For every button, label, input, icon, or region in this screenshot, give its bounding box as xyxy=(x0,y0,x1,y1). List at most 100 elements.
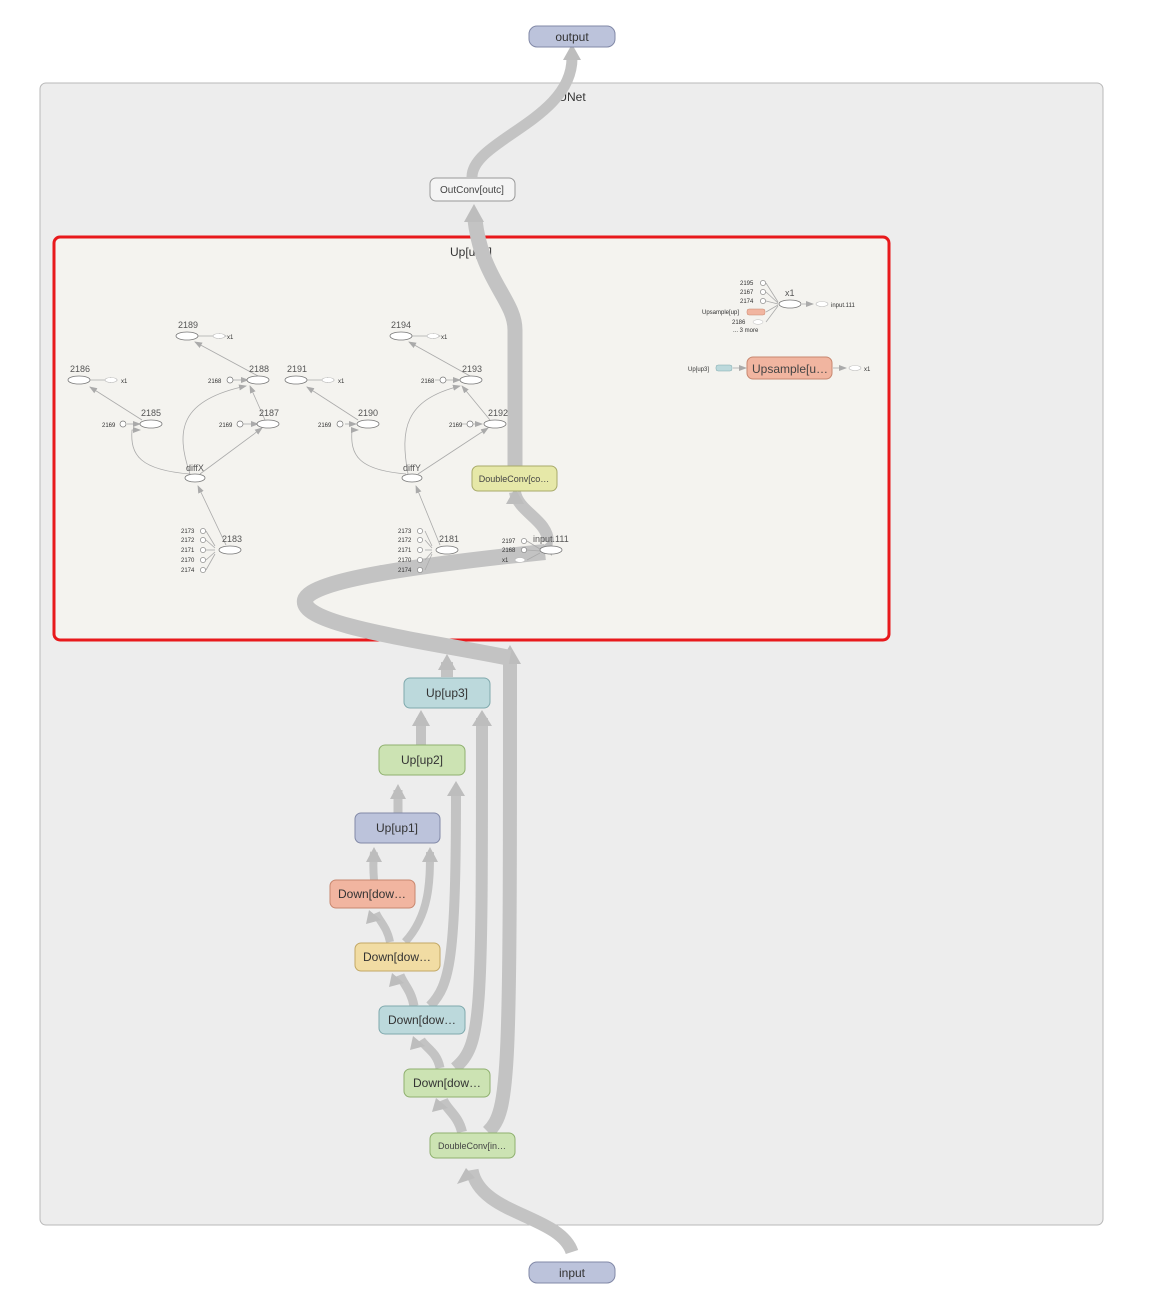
main-arrowheads xyxy=(366,44,581,1184)
op-2189-label: 2189 xyxy=(178,320,198,330)
op-diffy[interactable] xyxy=(401,473,423,483)
op-2185-label: 2185 xyxy=(141,408,161,418)
cat-input-dot xyxy=(521,538,527,544)
node-down1[interactable] xyxy=(403,1068,491,1098)
aux1-input-dot xyxy=(760,289,766,295)
node-down4-label: Down[dow… xyxy=(338,887,406,901)
edge-input-inc xyxy=(465,1168,579,1255)
src-input-dot xyxy=(417,547,423,553)
node-up3-label: Up[up3] xyxy=(426,686,468,700)
src-input-dot xyxy=(200,567,206,573)
op-2185[interactable] xyxy=(139,419,163,429)
aux2-src: Up[up3] xyxy=(688,367,709,373)
aux2-cluster: Up[up3] Upsample[u… x1 xyxy=(688,356,871,380)
edge-skip-inc-up4 xyxy=(482,659,517,1137)
node-input[interactable] xyxy=(528,1261,616,1284)
node-outconv[interactable] xyxy=(429,177,516,202)
src-input-dot xyxy=(417,567,423,573)
op-input111[interactable] xyxy=(539,545,563,555)
right-src-inputs: 2173 2172 2171 2170 2174 xyxy=(398,528,423,574)
src-input: 2170 xyxy=(181,558,195,564)
out-x1-2189-label: x1 xyxy=(227,335,234,341)
node-down4[interactable] xyxy=(329,879,416,909)
edge-inc-down1 xyxy=(438,1097,467,1134)
op-2192[interactable] xyxy=(483,419,507,429)
node-up2[interactable] xyxy=(378,744,466,776)
op-2181[interactable] xyxy=(435,545,459,555)
out-x1-2191 xyxy=(321,377,335,383)
op-diffx-label: diffX xyxy=(186,463,204,473)
node-output[interactable] xyxy=(528,25,616,48)
op-2191[interactable] xyxy=(284,375,308,385)
aux1-upsample-chip xyxy=(746,308,766,316)
src-input-dot xyxy=(200,528,206,534)
arrowhead-up3-a xyxy=(412,710,430,726)
out-x1-2186 xyxy=(104,377,118,383)
arrowhead-up4-a xyxy=(438,654,456,670)
arrowhead-down4 xyxy=(366,910,381,924)
op-2189[interactable] xyxy=(175,331,199,341)
edge-outconv-output xyxy=(466,57,578,178)
aux1-out: input.111 xyxy=(831,303,855,309)
src-input-dot xyxy=(417,537,423,543)
src-input: 2174 xyxy=(398,568,412,574)
node-up1-label: Up[up1] xyxy=(376,821,418,835)
aux1-input-dot xyxy=(760,280,766,286)
node-up3[interactable] xyxy=(403,677,491,709)
const-2169-right-a-label: 2169 xyxy=(318,423,332,429)
op-2190[interactable] xyxy=(356,419,380,429)
op-diffx[interactable] xyxy=(184,473,206,483)
const-2169-right-b xyxy=(466,420,474,428)
aux1-cluster: 2195 2167 2174 Upsample[up] 2186 ... 3 m… xyxy=(702,280,855,334)
node-down3-label: Down[dow… xyxy=(363,950,431,964)
op-2187[interactable] xyxy=(256,419,280,429)
out-x1-2194 xyxy=(426,333,440,339)
src-input: 2170 xyxy=(398,558,412,564)
node-up1[interactable] xyxy=(354,812,441,844)
const-2169-right-b-label: 2169 xyxy=(449,423,463,429)
src-input-dot xyxy=(417,557,423,563)
node-inc-label: DoubleConv[in… xyxy=(438,1141,506,1151)
aux1-node[interactable] xyxy=(778,299,802,309)
arrowhead-down3 xyxy=(389,973,404,987)
node-upsample[interactable] xyxy=(746,356,833,380)
aux1-input: 2195 xyxy=(740,281,754,287)
arrowhead-doubleconv xyxy=(506,488,524,504)
arrowhead-up1-a xyxy=(366,847,382,862)
op-2186[interactable] xyxy=(67,375,91,385)
arrowhead-down1 xyxy=(432,1098,448,1112)
op-2194[interactable] xyxy=(389,331,413,341)
out-x1-2191-label: x1 xyxy=(338,379,345,385)
aux1-more-dot xyxy=(752,319,764,325)
out-x1-2189 xyxy=(212,333,226,339)
op-2187-label: 2187 xyxy=(259,408,279,418)
op-2181-label: 2181 xyxy=(439,534,459,544)
aux1-input-dot xyxy=(760,298,766,304)
op-2193[interactable] xyxy=(459,375,483,385)
src-input: 2173 xyxy=(181,529,195,535)
const-2169-right-a xyxy=(336,420,344,428)
op-2183-label: 2183 xyxy=(222,534,242,544)
op-2188[interactable] xyxy=(246,375,270,385)
edge-down3-down4 xyxy=(372,911,394,943)
src-input-dot xyxy=(200,547,206,553)
left-src-inputs: 2173 2172 2171 2170 2174 xyxy=(181,528,206,574)
arrowhead-up3-b xyxy=(472,710,492,726)
const-2168-right xyxy=(439,376,447,384)
aux1-more-b: ... 3 more xyxy=(733,328,759,334)
node-up2-label: Up[up2] xyxy=(401,753,443,767)
node-down2-label: Down[dow… xyxy=(388,1013,456,1027)
arrowhead-up2-a xyxy=(390,784,406,799)
op-2183[interactable] xyxy=(218,545,242,555)
op-2194-label: 2194 xyxy=(391,320,411,330)
node-down2[interactable] xyxy=(378,1005,466,1035)
arrowhead-output xyxy=(563,44,581,60)
node-input-label: input xyxy=(559,1266,586,1280)
op-2191-label: 2191 xyxy=(287,364,307,374)
node-doubleconv-conv[interactable] xyxy=(471,465,558,492)
node-inc[interactable] xyxy=(429,1132,516,1159)
aux1-upsample: Upsample[up] xyxy=(702,310,739,316)
aux1-input: 2167 xyxy=(740,290,754,296)
node-down3[interactable] xyxy=(354,942,441,972)
